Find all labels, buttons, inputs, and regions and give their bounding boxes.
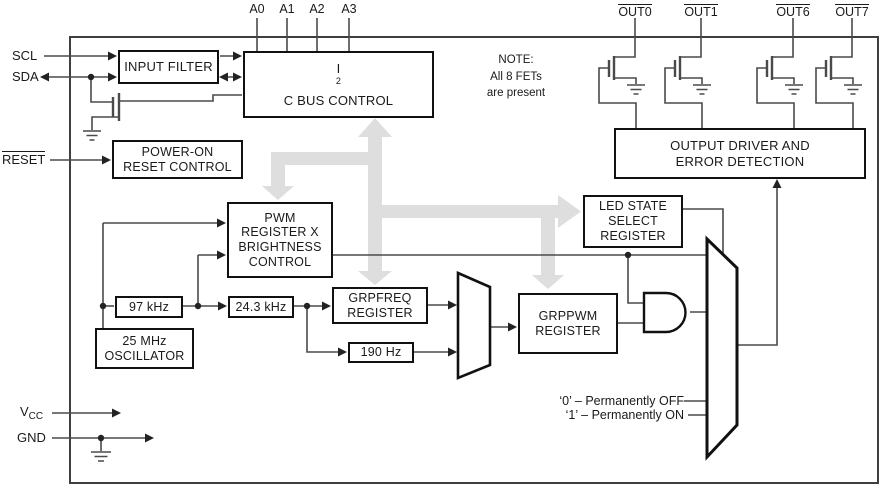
mux-on-label: ‘1’ – Permanently ON bbox=[565, 408, 684, 422]
wire-pwm-to-and bbox=[627, 255, 644, 304]
junction-dots bbox=[87, 73, 632, 442]
out0-fet bbox=[598, 18, 645, 128]
and-gate bbox=[642, 291, 687, 334]
pin-gnd: GND bbox=[17, 430, 46, 445]
out6-fet bbox=[756, 18, 803, 128]
wire-97k-to-pwm-2 bbox=[197, 254, 217, 306]
sda-fet-gate-wire bbox=[90, 77, 112, 103]
block-pwm-register: PWM REGISTER X BRIGHTNESS CONTROL bbox=[227, 202, 333, 278]
grppwm-source-mux bbox=[456, 271, 492, 380]
out1-fet bbox=[664, 18, 711, 128]
block-grppwm-register: GRPPWM REGISTER bbox=[518, 293, 618, 354]
wire-243k-190hz bbox=[306, 306, 339, 353]
block-label: INPUT FILTER bbox=[124, 59, 213, 75]
pin-out6: OUT6 bbox=[776, 4, 810, 19]
block-power-on-reset: POWER-ON RESET CONTROL bbox=[112, 140, 243, 179]
led-output-mux bbox=[705, 235, 739, 461]
bus-arrow-pwm-branch bbox=[262, 152, 368, 200]
block-97khz: 97 kHz bbox=[115, 296, 183, 318]
wires-a0-a3 bbox=[256, 18, 350, 51]
data-bus-arrows bbox=[262, 118, 581, 289]
ground-symbol-sda-fet bbox=[83, 130, 101, 141]
pin-reset: RESET bbox=[2, 151, 46, 167]
sda-fet bbox=[83, 77, 242, 141]
block-output-driver: OUTPUT DRIVER AND ERROR DETECTION bbox=[614, 128, 866, 179]
block-oscillator: 25 MHz OSCILLATOR bbox=[95, 328, 194, 369]
sda-fet-source-wire bbox=[91, 116, 119, 130]
block-243khz: 24.3 kHz bbox=[228, 296, 294, 318]
pin-out0: OUT0 bbox=[618, 4, 652, 19]
pin-out7: OUT7 bbox=[835, 4, 869, 19]
pin-vcc: VCC bbox=[20, 404, 44, 422]
arrowheads bbox=[40, 51, 782, 443]
block-led-state-select: LED STATE SELECT REGISTER bbox=[583, 195, 683, 248]
block-input-filter: INPUT FILTER bbox=[118, 50, 219, 84]
mux-off-label: ‘0’ – Permanently OFF bbox=[559, 394, 684, 408]
wires bbox=[44, 18, 862, 462]
block-grpfreq-register: GRPFREQ REGISTER bbox=[332, 287, 428, 324]
bus-arrow-ledstate-grppwm-branch bbox=[382, 195, 581, 289]
ground-symbol-gnd-pin bbox=[91, 451, 111, 462]
pin-a2: A2 bbox=[309, 2, 325, 16]
pin-a3: A3 bbox=[341, 2, 357, 16]
wire-ledstate-select bbox=[683, 208, 724, 254]
bus-arrow-i2c-grpfreq bbox=[358, 118, 392, 285]
mux-constant-labels: ‘0’ – Permanently OFF ‘1’ – Permanently … bbox=[500, 394, 684, 422]
fet-note: NOTE: All 8 FETs are present bbox=[486, 54, 546, 100]
pin-sda: SDA bbox=[12, 69, 39, 84]
sda-fet-drain-wire bbox=[119, 94, 242, 102]
block-190hz: 190 Hz bbox=[348, 342, 414, 363]
pin-scl: SCL bbox=[12, 48, 38, 63]
out7-fet bbox=[815, 18, 862, 128]
pin-a1: A1 bbox=[279, 2, 295, 16]
pin-out1: OUT1 bbox=[684, 4, 718, 19]
pin-a0: A0 bbox=[249, 2, 265, 16]
chip-outline bbox=[69, 36, 879, 484]
wires-mux-constants bbox=[684, 400, 707, 416]
wire-mux-to-driver bbox=[737, 184, 778, 346]
